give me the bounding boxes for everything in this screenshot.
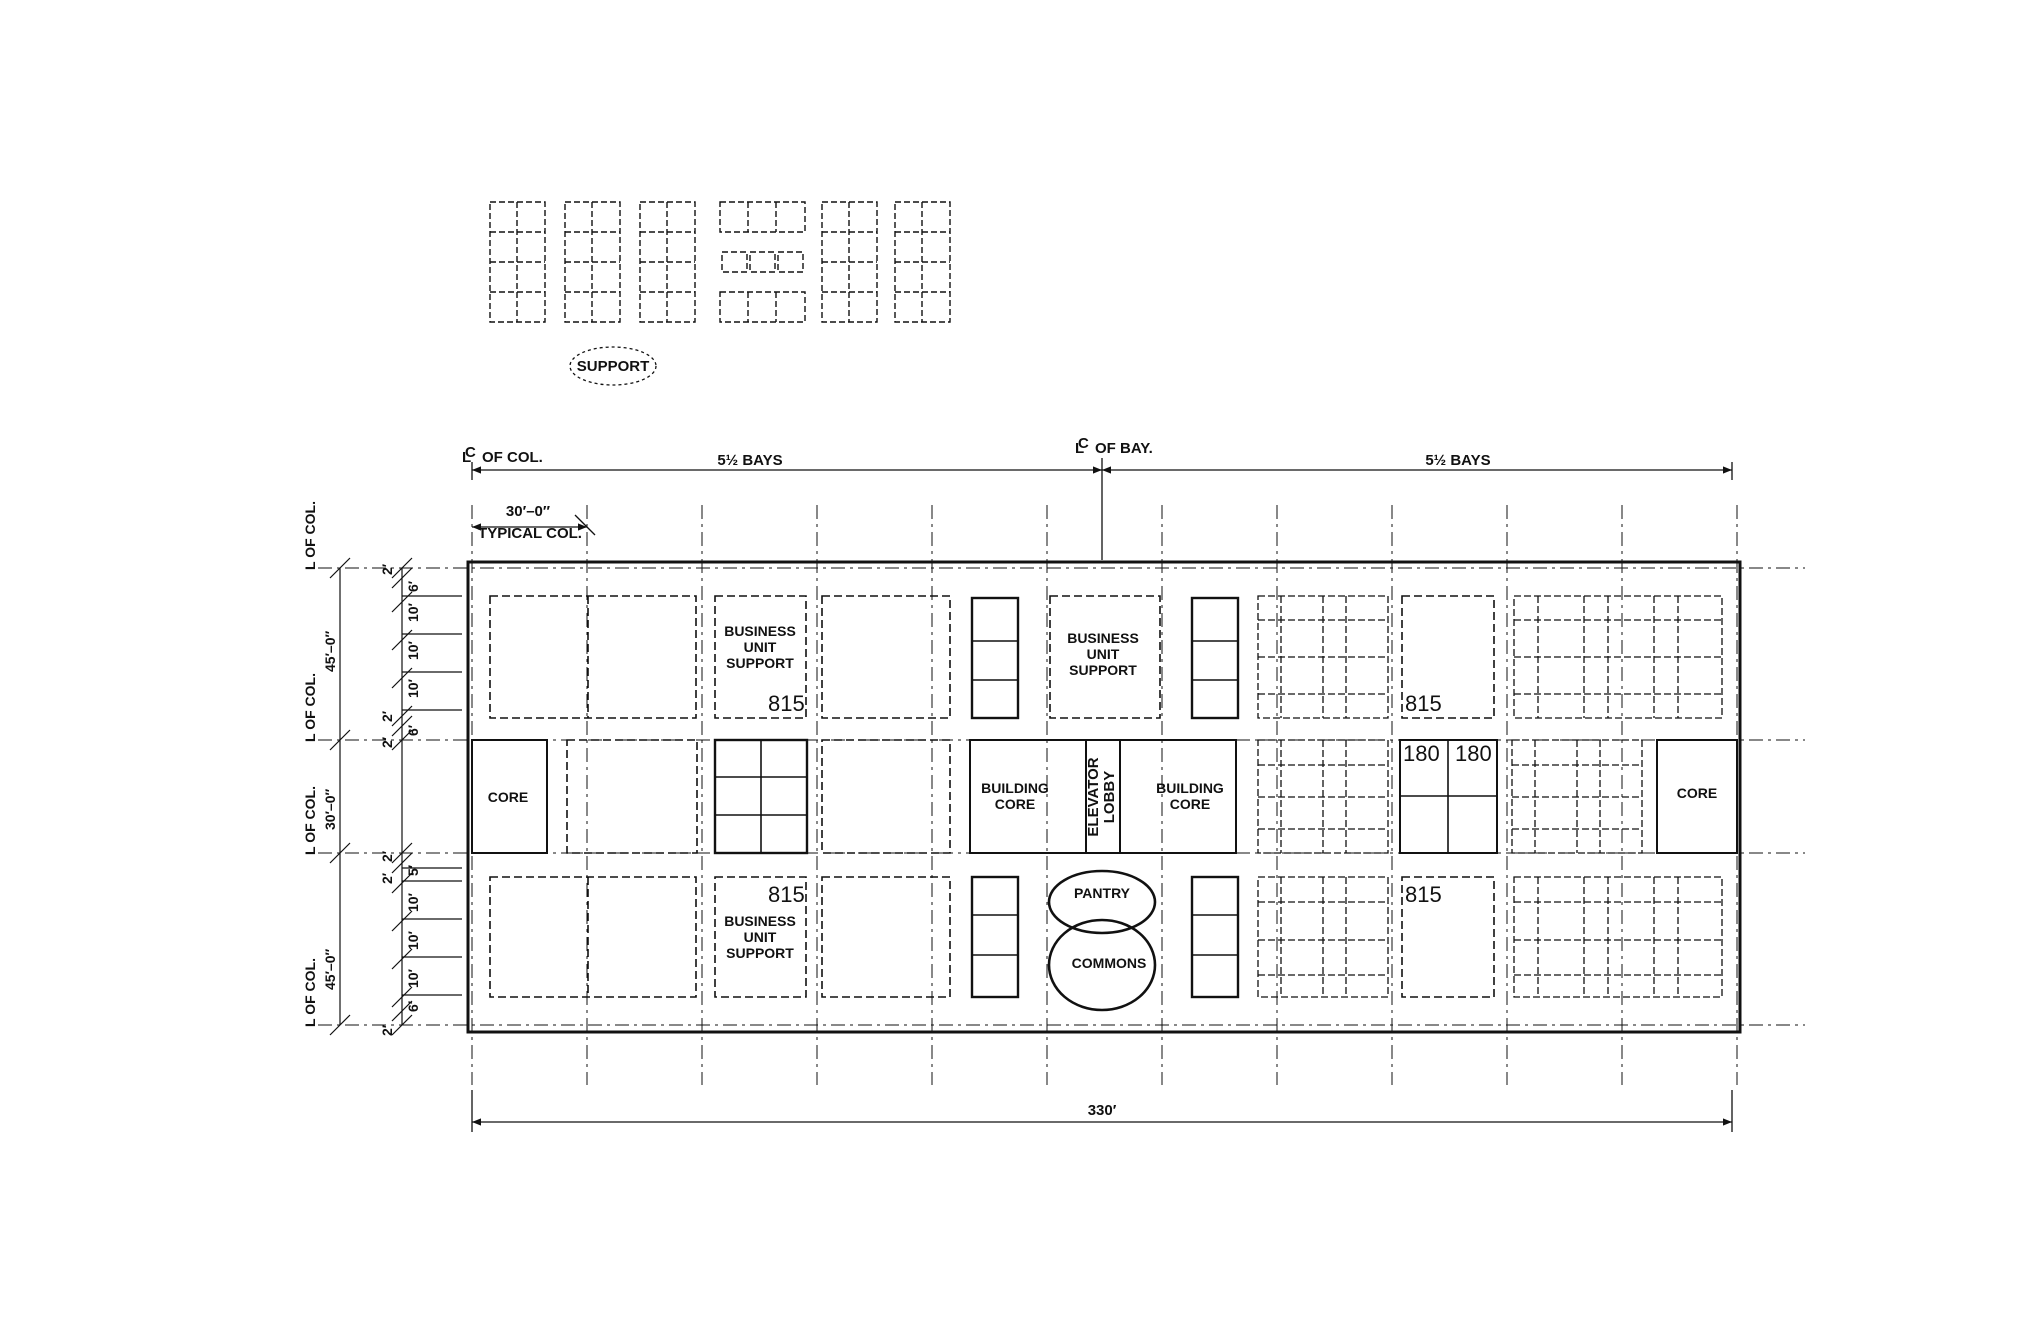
dim-2-d: 2′ bbox=[379, 850, 395, 862]
dim-2-a: 2′ bbox=[379, 563, 395, 575]
l-of-col-4: L OF COL. bbox=[302, 958, 318, 1027]
dim-2-c: 2′ bbox=[379, 736, 395, 748]
svg-text:C: C bbox=[1078, 435, 1089, 452]
building-outline bbox=[466, 560, 1742, 1034]
pantry-oval bbox=[1047, 869, 1157, 935]
overall-dimension bbox=[471, 1090, 1733, 1132]
row-gridlines bbox=[318, 567, 1805, 1026]
building-core-left-line1: BUILDING bbox=[981, 780, 1049, 796]
dim-2-e: 2′ bbox=[379, 872, 395, 884]
building-core-right-line1: BUILDING bbox=[1156, 780, 1224, 796]
typical-col-label: TYPICAL COL. bbox=[478, 525, 582, 542]
commons-oval bbox=[1047, 918, 1157, 1012]
bus-unit-2-line3: SUPPORT bbox=[1069, 662, 1137, 678]
bus-unit-1-line1: BUSINESS bbox=[724, 623, 796, 639]
area-numbers: 815 815 815 815 180 180 bbox=[768, 691, 1492, 907]
row-c-height: 45′–0″ bbox=[322, 948, 338, 990]
bottom-row-rooms bbox=[489, 869, 1495, 1012]
room-labels: BUSINESS UNIT SUPPORT BUSINESS UNIT SUPP… bbox=[488, 623, 1717, 971]
row-b-height: 30′–0″ bbox=[322, 788, 338, 830]
dim-2-b: 2′ bbox=[379, 710, 395, 722]
area-815-c: 815 bbox=[768, 882, 805, 907]
area-815-a: 815 bbox=[768, 691, 805, 716]
area-815-d: 815 bbox=[1405, 882, 1442, 907]
commons-label: COMMONS bbox=[1072, 955, 1147, 971]
workstations-top-right bbox=[1257, 595, 1723, 719]
middle-row-rooms bbox=[471, 738, 1738, 855]
left-dimensions bbox=[329, 557, 462, 1036]
svg-text:L: L bbox=[462, 449, 471, 466]
workstations-middle bbox=[1257, 739, 1643, 854]
typical-col-dim: 30′–0″ bbox=[506, 503, 550, 520]
half-bays-left-label: 5½ BAYS bbox=[717, 452, 782, 469]
dim-2-f: 2′ bbox=[379, 1024, 395, 1036]
bus-unit-3-line2: UNIT bbox=[744, 929, 777, 945]
area-180-b: 180 bbox=[1455, 741, 1492, 766]
overall-length-label: 330′ bbox=[1088, 1102, 1117, 1119]
l-of-col-1: L OF COL. bbox=[302, 501, 318, 570]
support-oval bbox=[569, 346, 657, 386]
dim-10-a3: 10′ bbox=[405, 678, 421, 698]
bus-unit-3-line1: BUSINESS bbox=[724, 913, 796, 929]
top-row-rooms bbox=[489, 595, 1495, 720]
elevator-lobby-line1: ELEVATOR bbox=[1085, 757, 1102, 836]
cl-of-bay-marker: C L OF BAY. bbox=[1075, 435, 1153, 457]
area-180-a: 180 bbox=[1403, 741, 1440, 766]
l-of-col-3: L OF COL. bbox=[302, 786, 318, 855]
dim-10-a1: 10′ bbox=[405, 602, 421, 622]
svg-text:OF COL.: OF COL. bbox=[482, 449, 543, 466]
workstation-legend bbox=[489, 201, 951, 323]
half-bays-right-label: 5½ BAYS bbox=[1425, 452, 1490, 469]
dim-10-a2: 10′ bbox=[405, 640, 421, 660]
bus-unit-3-line3: SUPPORT bbox=[726, 945, 794, 961]
dim-6-a: 6′ bbox=[405, 580, 421, 592]
top-dimensions bbox=[471, 458, 1733, 560]
l-of-col-2: L OF COL. bbox=[302, 673, 318, 742]
core-right-label: CORE bbox=[1677, 785, 1717, 801]
pantry-label: PANTRY bbox=[1074, 885, 1131, 901]
dim-10-c1: 10′ bbox=[405, 892, 421, 912]
building-core-right-line2: CORE bbox=[1170, 796, 1210, 812]
bus-unit-2-line2: UNIT bbox=[1087, 646, 1120, 662]
svg-text:L: L bbox=[1075, 440, 1084, 457]
support-oval-label: SUPPORT bbox=[577, 358, 650, 375]
dim-6-c: 6′ bbox=[405, 1000, 421, 1012]
dim-10-c2: 10′ bbox=[405, 930, 421, 950]
dim-6-b: 6′ bbox=[405, 724, 421, 736]
bus-unit-1-line3: SUPPORT bbox=[726, 655, 794, 671]
building-core-left-line2: CORE bbox=[995, 796, 1035, 812]
row-a-height: 45′–0″ bbox=[322, 630, 338, 672]
workstations-bottom-right bbox=[1257, 876, 1723, 998]
dim-5: 5′ bbox=[405, 864, 421, 876]
core-left-label: CORE bbox=[488, 789, 528, 805]
area-815-b: 815 bbox=[1405, 691, 1442, 716]
bus-unit-2-line1: BUSINESS bbox=[1067, 630, 1139, 646]
cl-of-col-marker: C L OF COL. bbox=[462, 444, 543, 466]
svg-text:OF BAY.: OF BAY. bbox=[1095, 440, 1153, 457]
elevator-lobby-line2: LOBBY bbox=[1101, 771, 1118, 824]
dim-10-c3: 10′ bbox=[405, 968, 421, 988]
bus-unit-1-line2: UNIT bbox=[744, 639, 777, 655]
svg-text:C: C bbox=[465, 444, 476, 461]
